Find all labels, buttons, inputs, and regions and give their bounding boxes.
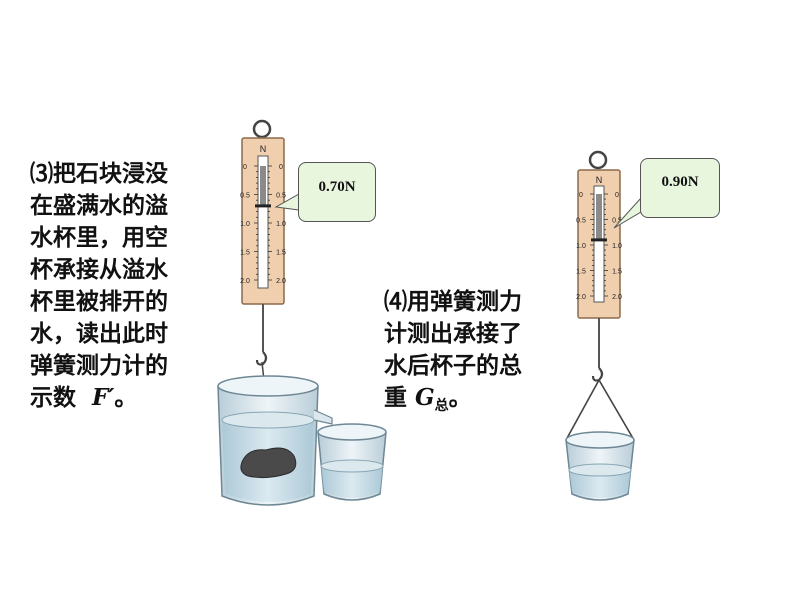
scale-1-tick-label: 2.0	[240, 278, 250, 285]
scale-1-tick-label: 0	[243, 164, 247, 171]
scale-2-spring	[596, 194, 602, 240]
step-3-line: 水，读出此时	[30, 321, 168, 347]
step-4-last-line: 重 G总。	[384, 382, 554, 417]
scale-1-tick-label: 0.5	[240, 193, 250, 200]
left-string	[565, 379, 600, 441]
total-weight-variable: G	[415, 384, 435, 411]
step-4-line: ⑷用弹簧测力	[384, 289, 522, 315]
scale-1-pointer	[255, 204, 271, 208]
spring-scale-2: 0 0 0.5 0.5 1.0 1.0 1.5 1.5 2.0 2.0 N	[576, 150, 642, 382]
reading-2: 0.90N	[661, 174, 699, 190]
step-4-line: 水后杯子的总	[384, 353, 522, 379]
overflow-spout	[313, 409, 333, 425]
scale-2-hook	[591, 367, 604, 382]
scale-1-tick-label: 2.0	[276, 278, 286, 285]
reading-callout-2: 0.90N	[640, 158, 720, 218]
scale-2-tick-label: 0.5	[612, 218, 622, 225]
step-3-last-line: 示数 F′。	[30, 382, 210, 414]
stone	[240, 447, 297, 479]
step-3-period: 。	[114, 385, 138, 411]
step-4-instructions: ⑷用弹簧测力 计测出承接了 水后杯子的总 重 G总。	[384, 286, 554, 417]
water-in-hanging-cup	[569, 470, 631, 498]
step-3-line: 弹簧测力计的	[30, 353, 168, 379]
scale-1-tick-label: 1.0	[276, 221, 286, 228]
overflow-beaker	[217, 375, 333, 506]
hanging-cup	[565, 379, 635, 501]
step-4-last-prefix: 重	[384, 385, 407, 411]
scale-1-hook	[255, 351, 268, 366]
scale-2-pointer	[591, 238, 607, 242]
scale-1-tick-label: 0	[279, 164, 283, 171]
scale-1-hook-ring	[252, 119, 272, 139]
step-3-line: 杯承接从溢水	[30, 257, 168, 283]
scale-2-tick-label: 2.0	[576, 294, 586, 301]
scale-2-tick-label: 1.0	[576, 243, 586, 250]
spring-scale-1: 0 0 0.5 0.5 1.0 1.0 1.5 1.5 2.0 2.0 N	[240, 119, 300, 366]
scale-1-tick-label: 1.5	[240, 250, 250, 257]
step-3-line: 在盛满水的溢	[30, 193, 168, 219]
step-4-line: 计测出承接了	[384, 321, 522, 347]
scale-2-tick-label: 0.5	[576, 218, 586, 225]
catch-cup-1	[317, 423, 387, 501]
force-variable: F′	[92, 384, 115, 411]
scale-2-slot	[593, 185, 605, 303]
step-3-line: 杯里被排开的	[30, 289, 168, 315]
scale-2-tick-label: 1.0	[612, 243, 622, 250]
step-4-period: 。	[448, 385, 472, 411]
scale-1-tick-label: 1.0	[240, 221, 250, 228]
scale-1-ticks: 0 0 0.5 0.5 1.0 1.0 1.5 1.5 2.0 2.0	[240, 164, 286, 285]
scale-2-tick-label: 1.5	[612, 269, 622, 276]
step-3-last-prefix: 示数	[30, 385, 76, 411]
scale-2-hook-ring	[588, 150, 608, 170]
scale-2-tick-label: 2.0	[612, 294, 622, 301]
reading-1: 0.70N	[318, 179, 356, 195]
scale-2-tick-label: 0	[615, 192, 619, 199]
total-weight-subscript: 总	[434, 398, 449, 414]
scale-2-tick-label: 1.5	[576, 269, 586, 276]
scale-1-unit: N	[260, 144, 267, 154]
scale-2-tick-label: 0	[579, 192, 583, 199]
step-3-instructions: ⑶把石块浸没 在盛满水的溢 水杯里，用空 杯承接从溢水 杯里被排开的 水，读出此…	[30, 158, 210, 414]
scale-2-ticks: 0 0 0.5 0.5 1.0 1.0 1.5 1.5 2.0 2.0	[576, 192, 622, 301]
reading-callout-1: 0.70N	[298, 162, 376, 222]
scale-1-slot	[257, 155, 269, 289]
right-string	[598, 379, 635, 441]
scale-1-tick-label: 0.5	[276, 193, 286, 200]
scale-1-tick-label: 1.5	[276, 250, 286, 257]
step-3-line: ⑶把石块浸没	[30, 161, 168, 187]
scale-1-spring	[260, 166, 266, 206]
scale-2-unit: N	[596, 175, 603, 185]
step-3-line: 水杯里，用空	[30, 225, 168, 251]
water-in-catch-cup-1	[321, 466, 383, 498]
